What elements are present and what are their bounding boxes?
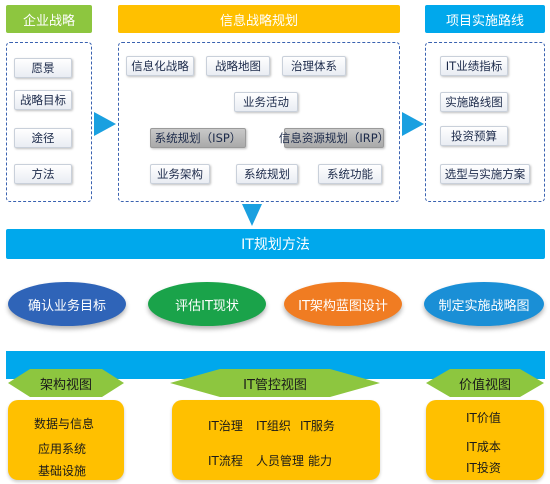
left-item-strategic-goal: 战略目标 [14,90,72,110]
arch-item-application-system: 应用系统 [38,442,87,456]
center-item-business-architecture: 业务架构 [150,164,210,184]
label-it-control-view: IT管控视图 [243,377,307,393]
oval-confirm-business-goal: 确认业务目标 [8,282,126,326]
arch-item-data-info: 数据与信息 [34,417,95,431]
center-item-strategy-map: 战略地图 [206,56,270,76]
arrow-down-icon [242,204,262,226]
value-item-it-cost: IT成本 [466,440,501,454]
header-info-strategy-planning: 信息战略规划 [118,5,400,33]
architecture-view-box: 数据与信息 应用系统 基础设施 [8,400,124,480]
right-item-roadmap: 实施路线图 [440,92,508,112]
control-item-it-governance: IT治理 [208,419,243,433]
left-item-vision: 愿景 [14,58,72,78]
oval-implementation-strategy: 制定实施战略图 [424,282,544,326]
it-planning-method-band: IT规划方法 [6,229,545,259]
label-architecture-view: 架构视图 [39,377,92,393]
oval-assess-it-status: 评估IT现状 [148,282,266,326]
header-enterprise-strategy: 企业战略 [6,5,92,33]
diamond-it-control-view [170,369,380,397]
center-item-business-activity: 业务活动 [234,92,298,112]
center-item-system-function: 系统功能 [318,164,382,184]
left-item-method: 方法 [14,164,72,184]
center-item-info-resource-planning: 信息资源规划（IRP） [279,128,389,148]
arrow-left-to-center-icon [94,112,116,136]
center-item-system-specification: 系统规划 [236,164,298,184]
value-view-box: IT价值 IT成本 IT投资 [426,400,544,480]
oval-it-blueprint-design: IT架构蓝图设计 [284,282,402,326]
right-item-investment-budget: 投资预算 [440,126,508,146]
label-value-view: 价值视图 [458,377,511,393]
center-item-governance-system: 治理体系 [282,56,346,76]
control-item-capability: 能力 [308,454,333,468]
value-item-it-investment: IT投资 [466,461,501,475]
control-item-it-process: IT流程 [208,454,243,468]
control-item-it-service: IT服务 [300,419,335,433]
arch-item-infrastructure: 基础设施 [38,464,87,478]
left-item-approach: 途径 [14,128,72,148]
diamond-architecture-view [8,369,124,397]
header-project-roadmap: 项目实施路线 [425,5,545,33]
it-control-view-box: IT治理 IT组织 IT服务 IT流程 人员管理 能力 [172,400,380,480]
diamond-value-view [426,369,544,397]
right-item-selection-plan: 选型与实施方案 [440,164,530,184]
right-item-it-kpi: IT业绩指标 [440,56,508,76]
arrow-center-to-right-icon [402,112,424,136]
center-item-informatization-strategy: 信息化战略 [126,56,194,76]
value-item-it-value: IT价值 [466,411,501,425]
center-item-system-planning: 系统规划（ISP） [150,128,246,148]
control-item-personnel-management: 人员管理 [256,454,305,468]
control-item-it-organization: IT组织 [256,419,291,433]
